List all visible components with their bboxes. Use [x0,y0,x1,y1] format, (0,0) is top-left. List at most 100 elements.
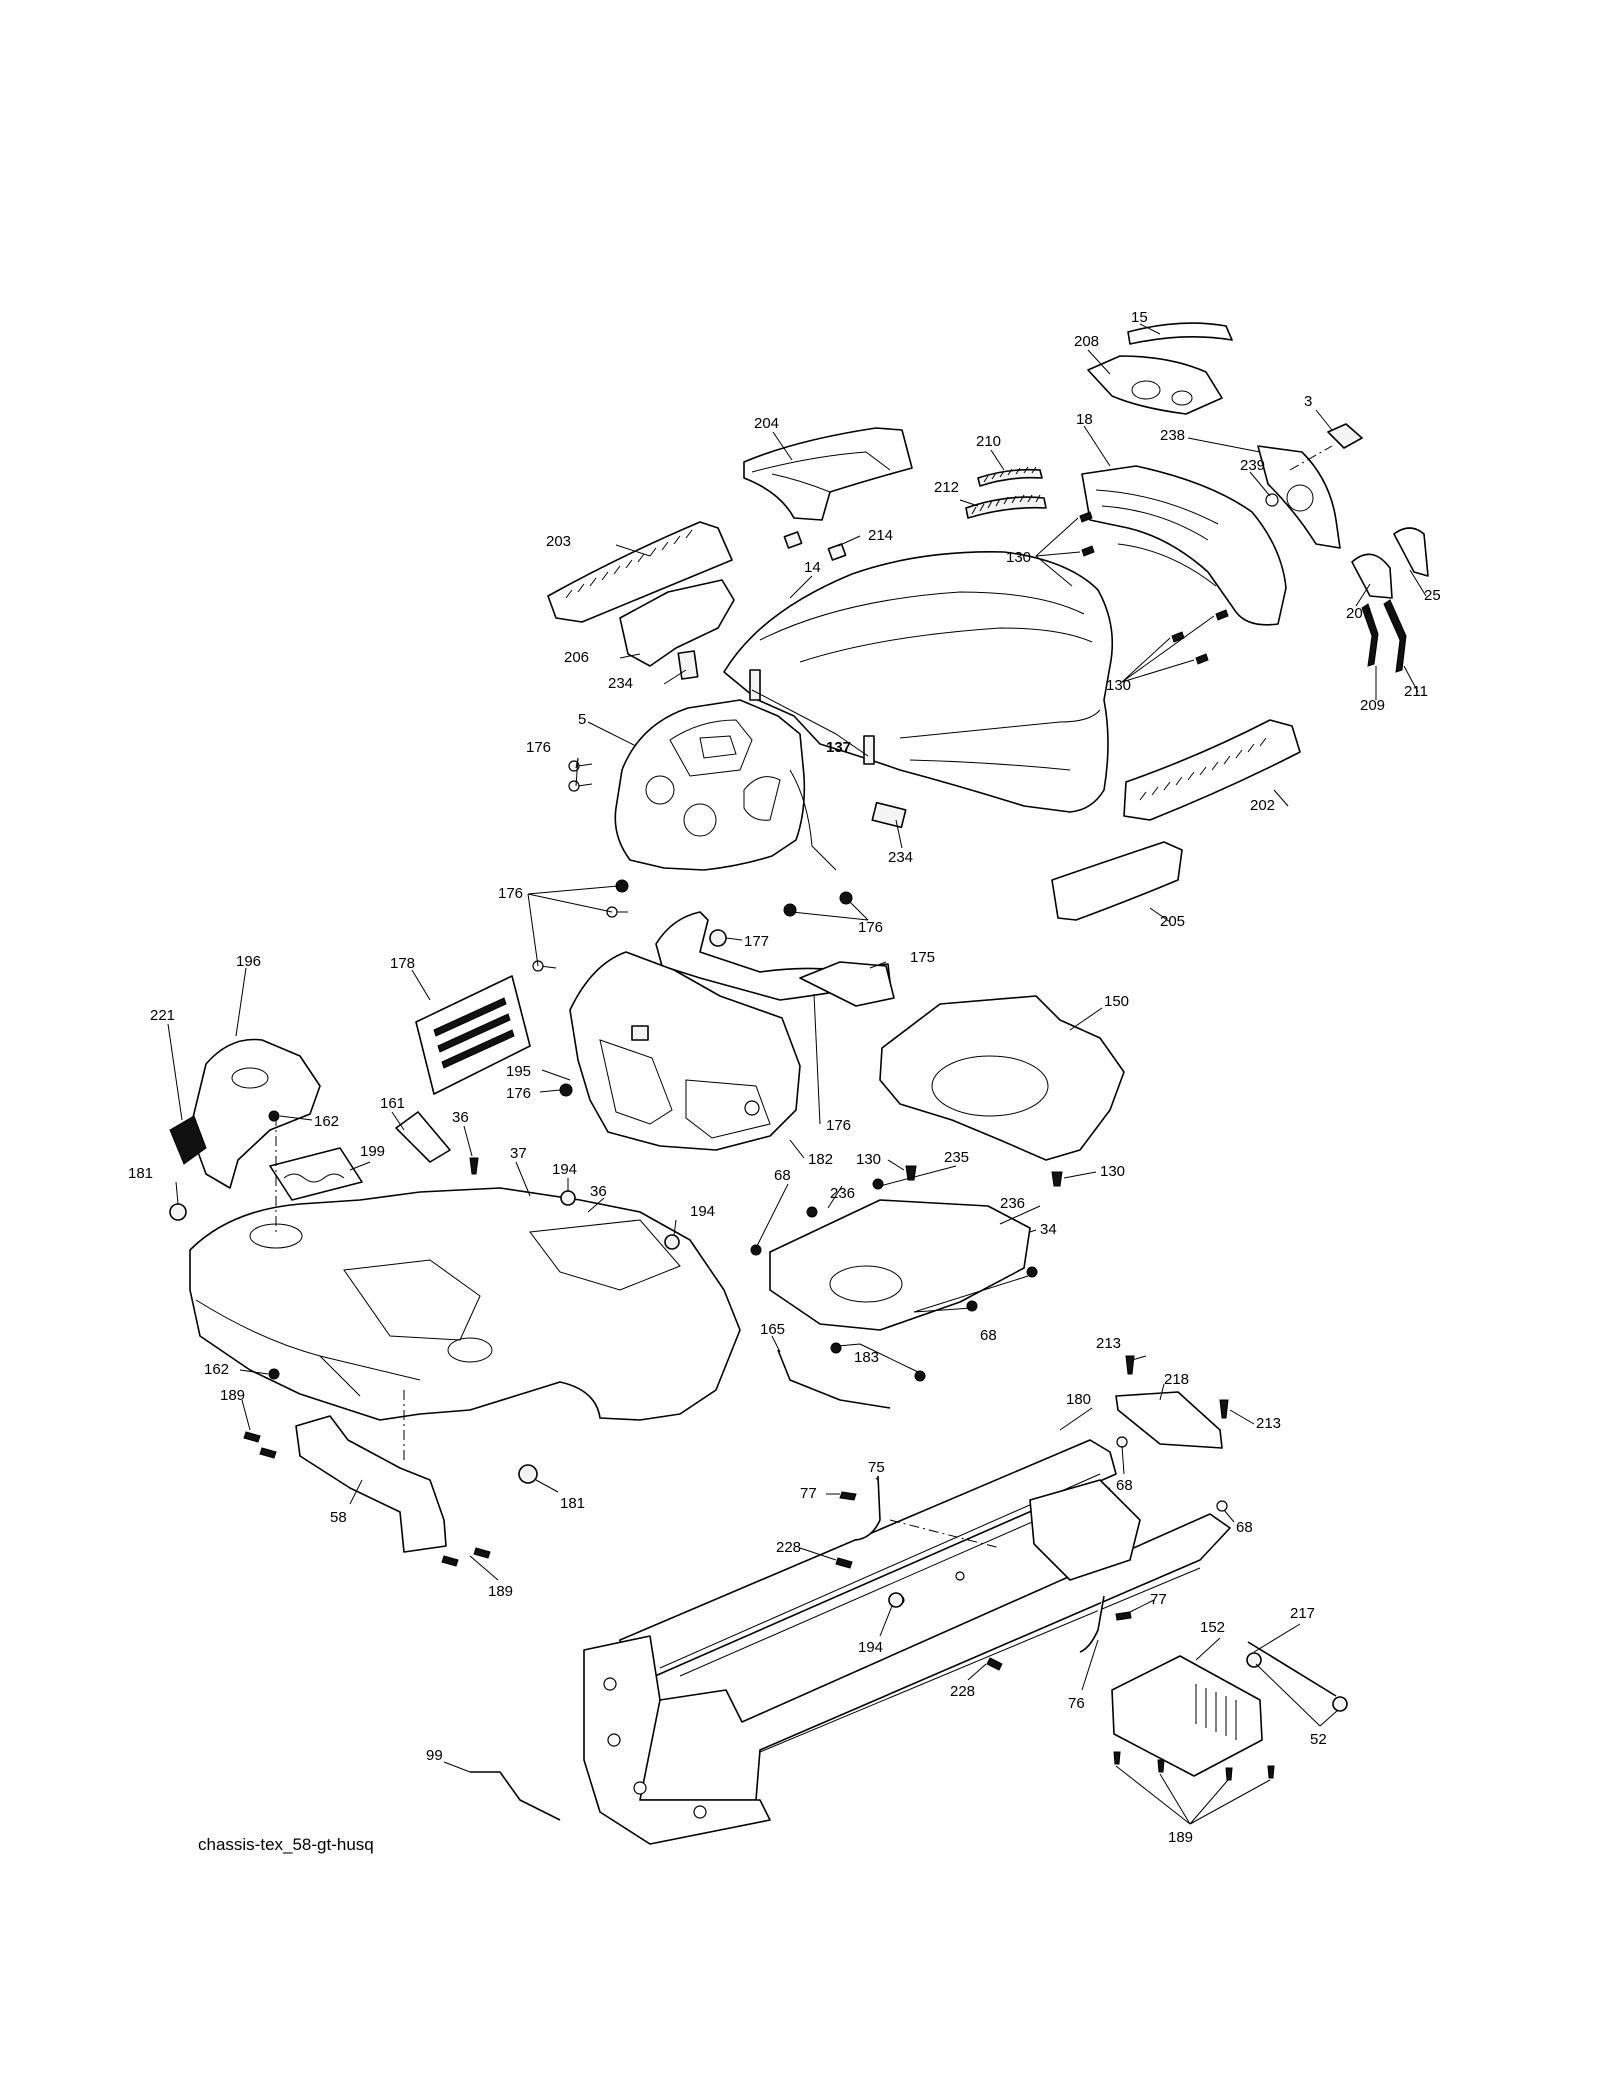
callout-228-upper: 228 [776,1539,801,1556]
fender-cup-holder [231,1067,269,1089]
callout-236-right: 236 [1000,1195,1025,1212]
callout-206: 206 [564,649,589,666]
callout-14: 14 [804,559,821,576]
headlight-bulb [1286,484,1314,512]
fender-round-hole [447,1337,493,1363]
part-rod-217 [1247,1641,1337,1697]
callout-176-mid-right: 176 [858,919,883,936]
part-rear-bracket [1115,1391,1223,1449]
callout-195: 195 [506,1063,531,1080]
callout-209: 209 [1360,697,1385,714]
frame-side-plate [583,1635,771,1845]
callout-165: 165 [760,1321,785,1338]
callout-52: 52 [1310,1731,1327,1748]
callout-77-left: 77 [800,1485,817,1502]
part-screw-36 [469,1157,479,1175]
assembly-line [889,1519,1001,1549]
part-rod-165 [777,1349,891,1409]
hood-cover-ridge [751,451,891,493]
callout-210: 210 [976,433,1001,450]
part-grille-strip-lower [965,494,1047,519]
leader-lines [167,323,1427,1825]
callout-234-upper: 234 [608,675,633,692]
callout-178: 178 [390,955,415,972]
part-foam-strip [749,669,761,701]
fender-seat-opening [343,1259,481,1341]
console-knob [744,1100,760,1116]
front-grille-slots [1139,737,1267,801]
part-bracket [619,579,735,667]
bolt-group-68-plate [750,1178,1038,1382]
callout-68-right-lower: 68 [1236,1519,1253,1536]
part-light-bezel [1351,553,1393,599]
part-nut-162 [268,1368,280,1380]
callout-207: 207 [1346,605,1371,622]
callout-76: 76 [1068,1695,1085,1712]
callout-25: 25 [1424,587,1441,604]
callout-75: 75 [868,1459,885,1476]
latch-plate-wave [283,1173,345,1183]
dash-bracket-plate [799,961,895,1007]
callout-77-right: 77 [1150,1591,1167,1608]
assembly-line [1289,445,1333,471]
part-fender-cover [189,1038,321,1189]
callout-36-upper: 36 [452,1109,469,1126]
callout-58: 58 [330,1509,347,1526]
callout-162-upper: 162 [314,1113,339,1130]
part-spring-75 [855,1475,881,1541]
callout-130-lower-right: 130 [1100,1163,1125,1180]
part-screw-77 [839,1491,857,1501]
vent-grille-slots [433,997,515,1069]
part-pin-228 [835,1557,853,1569]
callout-203: 203 [546,533,571,550]
part-rivet-130 [905,1165,917,1181]
callout-175: 175 [910,949,935,966]
part-battery-tray [1111,1655,1263,1777]
part-trim-strip [1127,322,1233,345]
callout-5: 5 [578,711,586,728]
part-bolt-213 [1219,1399,1229,1419]
callout-202: 202 [1250,797,1275,814]
diagram-caption: chassis-tex_58-gt-husq [198,1835,374,1854]
callout-68-right-upper: 68 [1116,1477,1133,1494]
part-nut-177 [709,929,727,947]
part-headlight-housing [1257,445,1341,549]
callout-234-lower: 234 [888,849,913,866]
callout-196: 196 [236,953,261,970]
console-front-panel [599,1039,771,1139]
part-front-grille-shroud [1081,465,1287,626]
callout-181-lower: 181 [560,1495,585,1512]
hood-body-lowerline [899,709,1101,771]
callout-3: 3 [1304,393,1312,410]
frame-holes [603,1571,965,1819]
callout-199: 199 [360,1143,385,1160]
part-foam-strip [863,735,875,765]
part-nut-52 [1332,1696,1348,1712]
callout-130-upper: 130 [1006,549,1031,566]
callout-218: 218 [1164,1371,1189,1388]
callout-150: 150 [1104,993,1129,1010]
callout-194-mid: 194 [690,1203,715,1220]
dashboard-side-fin [789,769,837,871]
part-nut-194 [664,1234,680,1250]
part-nut-68 [1216,1500,1228,1512]
part-fender-body [189,1187,741,1421]
callout-205: 205 [1160,913,1185,930]
callout-189-left-upper: 189 [220,1387,245,1404]
part-nut-68 [1116,1436,1128,1448]
part-hood-body [723,551,1114,813]
callout-189-right: 189 [1168,1829,1193,1846]
callout-176-lower-right: 176 [826,1117,851,1134]
callout-176-lower-left: 176 [506,1085,531,1102]
callout-177: 177 [744,933,769,950]
callout-183: 183 [854,1349,879,1366]
frame-hitch-box [1029,1479,1141,1581]
callout-162-lower: 162 [204,1361,229,1378]
callout-137: 137 [826,739,851,756]
mounting-plate-cutout [829,1265,903,1303]
callout-228-lower: 228 [950,1683,975,1700]
part-rivet-130 [1051,1171,1063,1187]
fender-body-edge [195,1299,421,1397]
headlight-lens [1171,390,1193,406]
